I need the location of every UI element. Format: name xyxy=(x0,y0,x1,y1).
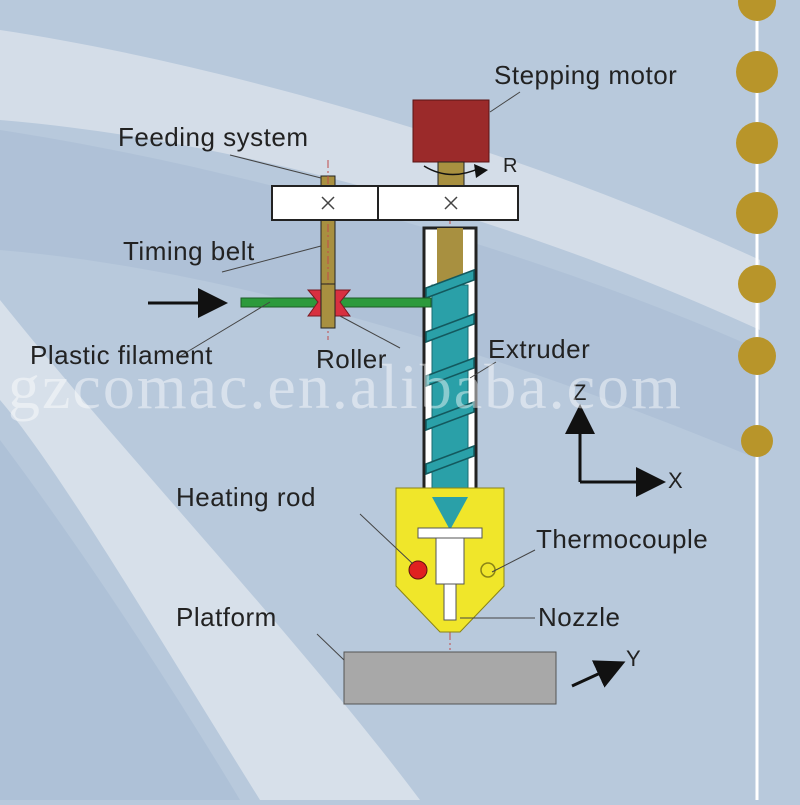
leader-lines xyxy=(176,91,536,661)
platform xyxy=(343,651,557,705)
x-axis-label: X xyxy=(668,468,683,493)
z-axis-label: Z xyxy=(573,380,586,405)
extruder-screw xyxy=(425,268,475,476)
watermark: gzcomac.en.alibaba.com xyxy=(8,351,683,422)
timing-belt xyxy=(271,185,519,221)
y-axis-label: Y xyxy=(626,646,641,671)
label-feeding-system: Feeding system xyxy=(118,122,309,152)
rotation-label: R xyxy=(503,155,518,177)
dot-rail xyxy=(736,0,778,800)
label-timing-belt: Timing belt xyxy=(123,236,255,266)
stepping-motor: R xyxy=(412,99,518,187)
label-heating-rod: Heating rod xyxy=(176,482,316,512)
label-stepping-motor: Stepping motor xyxy=(494,60,677,90)
heater-block xyxy=(395,487,505,633)
label-thermocouple: Thermocouple xyxy=(536,524,708,554)
label-roller: Roller xyxy=(316,344,387,374)
axes-indicator xyxy=(565,404,666,688)
roller xyxy=(306,283,352,329)
label-extruder: Extruder xyxy=(488,334,590,364)
label-platform: Platform xyxy=(176,602,277,632)
label-nozzle: Nozzle xyxy=(538,602,620,632)
label-plastic-filament: Plastic filament xyxy=(30,340,213,370)
